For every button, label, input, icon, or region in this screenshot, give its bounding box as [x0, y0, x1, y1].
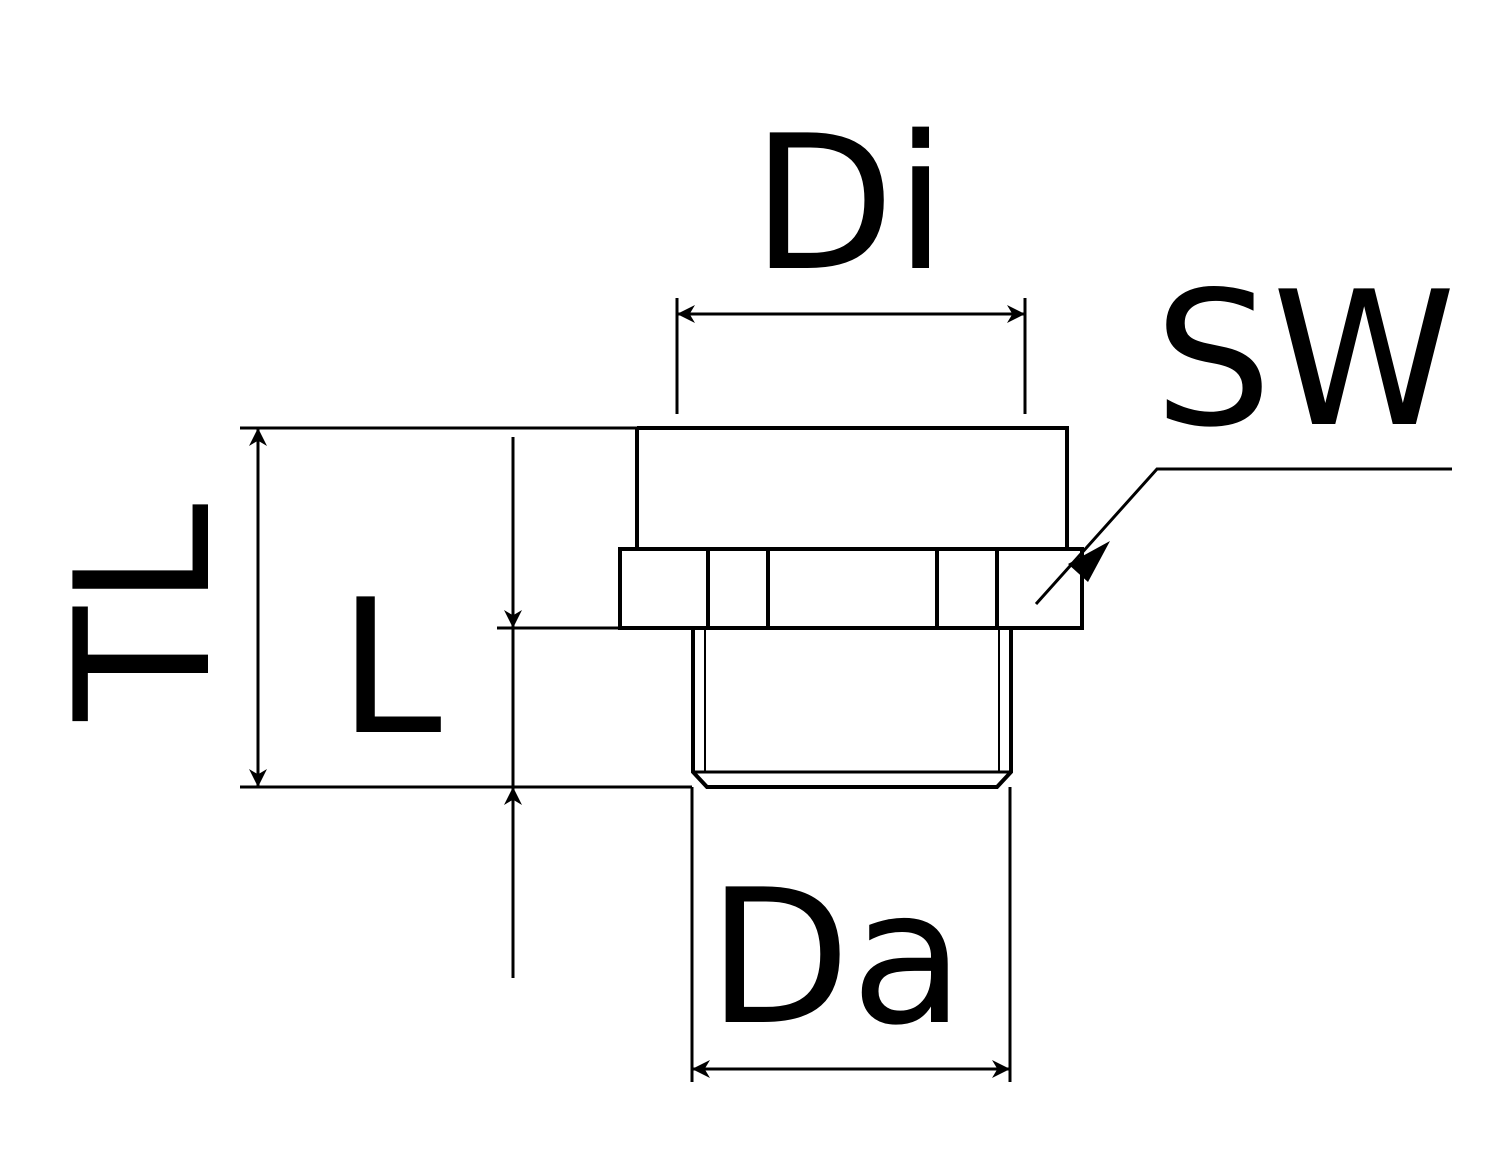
sw-leader-arrowhead — [1068, 541, 1110, 582]
hex-flange — [618, 547, 1084, 630]
tl-label: TL — [35, 503, 252, 721]
dimension-lines — [249, 305, 1452, 1078]
sw-leader-line — [1034, 467, 1452, 606]
da-label: Da — [707, 849, 964, 1066]
fitting-part — [618, 426, 1084, 789]
l-label: L — [338, 559, 442, 776]
collar-body — [635, 426, 1069, 549]
threaded-spigot — [691, 628, 1013, 789]
di-label: Di — [752, 95, 947, 312]
sw-label: SW — [1154, 251, 1456, 468]
